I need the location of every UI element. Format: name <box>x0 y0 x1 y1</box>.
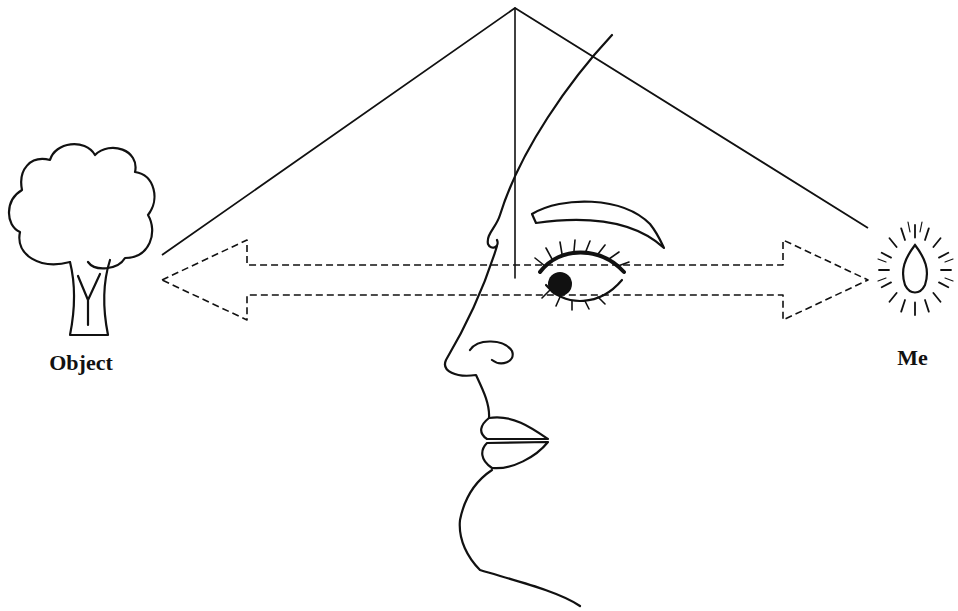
lower-lip <box>482 442 548 468</box>
vertical-line <box>514 8 516 278</box>
tree-icon <box>2 135 160 375</box>
nostril <box>470 341 513 363</box>
upper-lip <box>481 417 548 439</box>
node-label: Object <box>47 351 115 375</box>
eyelashes <box>535 240 629 310</box>
node-label: Me <box>895 346 930 370</box>
iris <box>548 272 572 296</box>
face-profile <box>445 35 612 418</box>
labelled-icon: Object <box>2 135 160 375</box>
labelled-icon: Me <box>870 220 955 370</box>
chin-neck <box>460 470 580 606</box>
dashed-double-arrow <box>162 240 868 320</box>
eye-lid <box>540 253 624 273</box>
sight-line <box>162 8 868 255</box>
eyebrow <box>532 202 664 248</box>
